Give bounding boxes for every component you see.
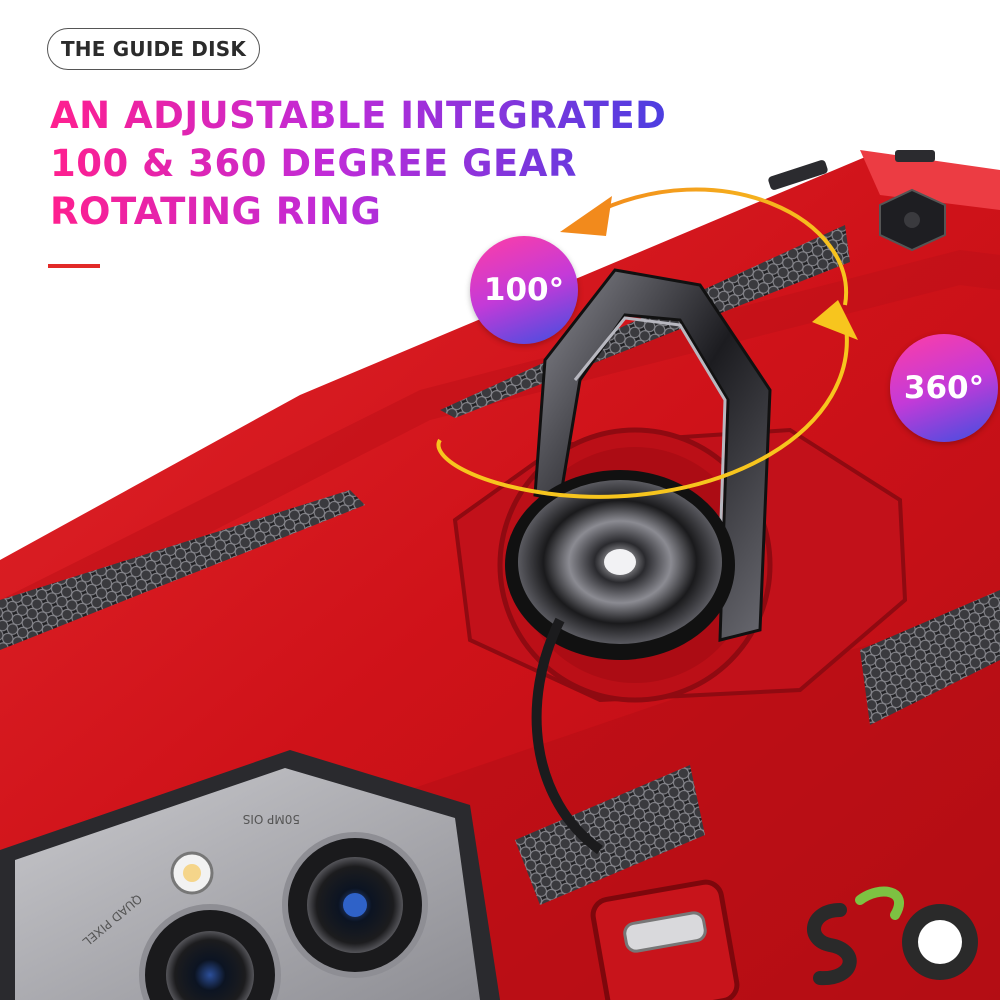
rotation-100-badge: 100°: [470, 236, 578, 344]
headline-line-3: ROTATING RING: [50, 190, 382, 233]
headline-line-2: 100 & 360 DEGREE GEAR: [50, 142, 577, 185]
headline-line-1: AN ADJUSTABLE INTEGRATED: [50, 94, 667, 137]
camera-label-top: 50MP OIS: [243, 812, 300, 826]
guide-disk-pill: THE GUIDE DISK: [47, 28, 260, 70]
accent-divider: [48, 264, 100, 268]
rotation-360-badge: 360°: [890, 334, 998, 442]
so-logo-icon: [800, 880, 990, 990]
headline: AN ADJUSTABLE INTEGRATED 100 & 360 DEGRE…: [50, 92, 670, 236]
